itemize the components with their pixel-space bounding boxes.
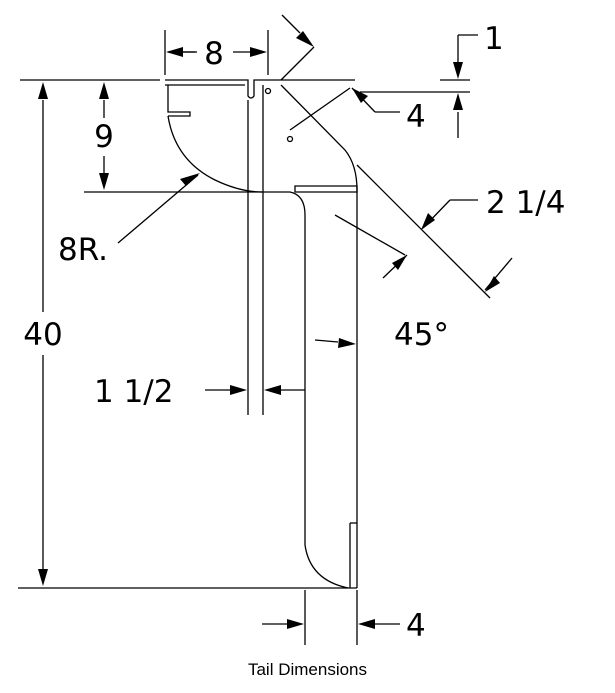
label-upper-depth: 9 [94,119,114,155]
dim-total-height: 40 [20,79,84,586]
tail-outline [18,79,358,589]
label-center-gap: 1 1/2 [94,374,173,410]
label-top-offset: 1 [484,21,504,57]
label-bottom-width: 4 [406,608,426,644]
dim-top-offset: 1 [360,21,504,138]
label-small-gap: 4 [406,99,426,135]
dim-small-gap: 4 [280,14,426,135]
dim-diag-width: 2 1/4 [334,164,565,299]
diagram-caption: Tail Dimensions [247,660,368,679]
dim-right-arrow [314,338,356,348]
dim-upper-depth: 9 [84,79,262,193]
dim-top-width: 8 [164,30,269,75]
label-diag-width: 2 1/4 [486,185,565,221]
dim-bottom-width: 4 [262,590,426,645]
dim-radius: 8R. [58,173,200,268]
label-total-height: 40 [23,317,62,353]
dim-center-gap: 1 1/2 [94,374,305,410]
label-top-width: 8 [204,36,224,72]
label-radius: 8R. [58,232,108,268]
label-angle: 45° [394,317,449,353]
